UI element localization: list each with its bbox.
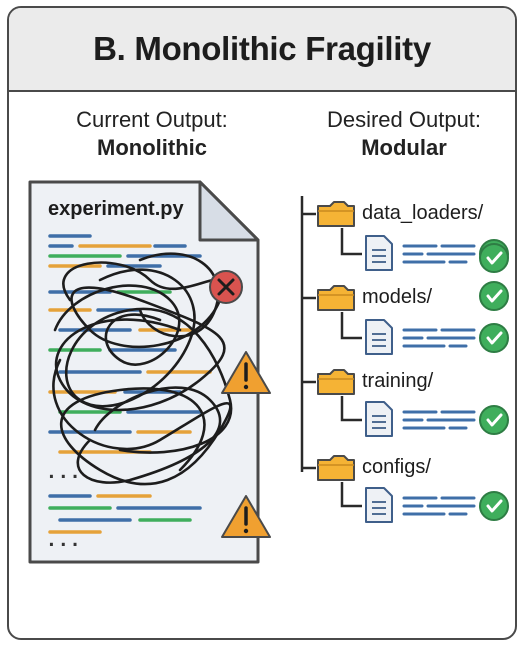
- folder-icon: [317, 201, 355, 227]
- tree-child-branch: [340, 482, 362, 508]
- code-lines-icon: [402, 496, 476, 516]
- current-output-heading: Current Output: Monolithic: [37, 106, 267, 162]
- tree-child-branch: [340, 396, 362, 422]
- folder-icon: [317, 455, 355, 481]
- folder-icon: [317, 285, 355, 311]
- check-icon: [479, 491, 509, 521]
- tree-child-branch: [340, 312, 362, 340]
- code-ellipsis: ...: [46, 462, 82, 483]
- desired-output-heading: Desired Output: Modular: [299, 106, 509, 162]
- check-icon: [479, 405, 509, 435]
- error-icon: [209, 270, 243, 304]
- folder-label-models: models/: [362, 286, 433, 308]
- code-lines: [48, 234, 212, 534]
- document-icon: [365, 235, 393, 271]
- file-name: experiment.py: [48, 198, 184, 220]
- folder-label-configs: configs/: [362, 456, 431, 478]
- folder-icon: [317, 369, 355, 395]
- code-ellipsis: ...: [46, 530, 82, 551]
- tree-child-branch: [340, 228, 362, 256]
- code-lines-icon: [402, 410, 476, 430]
- folder-label-data-loaders: data_loaders/: [362, 202, 484, 224]
- folder-label-training: training/: [362, 370, 434, 392]
- code-lines-icon: [402, 328, 476, 348]
- code-lines-icon: [402, 244, 476, 264]
- check-icon: [479, 281, 509, 311]
- current-output-caption: Current Output:: [76, 107, 228, 132]
- document-icon: [365, 487, 393, 523]
- document-icon: [365, 319, 393, 355]
- file-icon: [28, 180, 260, 564]
- document-icon: [365, 401, 393, 437]
- desired-output-label: Modular: [361, 135, 447, 160]
- warning-icon: [221, 495, 271, 538]
- header-bar: B. Monolithic Fragility: [9, 8, 515, 92]
- current-output-label: Monolithic: [97, 135, 207, 160]
- check-icon: [479, 323, 509, 353]
- warning-icon: [221, 351, 271, 394]
- page-title: B. Monolithic Fragility: [93, 30, 431, 67]
- check-icon: [479, 243, 509, 273]
- desired-output-caption: Desired Output:: [326, 107, 482, 132]
- tangled-code-scribble: [52, 252, 233, 486]
